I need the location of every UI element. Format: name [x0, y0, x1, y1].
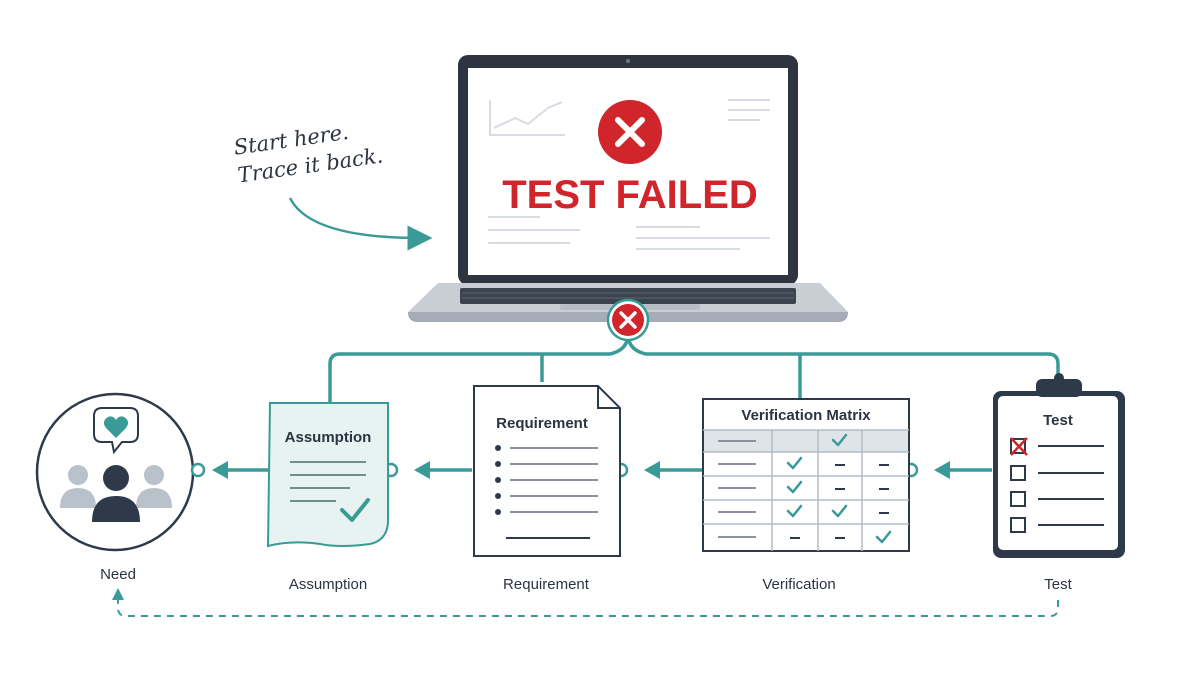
- need-label: Need: [100, 566, 136, 583]
- heart-speech-bubble-icon: [93, 407, 139, 455]
- requirement-label: Requirement: [503, 576, 589, 593]
- test-failed-text: TEST FAILED: [502, 173, 758, 217]
- check-icon: [786, 433, 892, 544]
- x-circle-icon: [606, 298, 650, 342]
- trace-branch-lines: [328, 333, 1060, 402]
- assumption-label: Assumption: [288, 576, 368, 593]
- clipboard-clip: [1036, 379, 1082, 397]
- keyboard: [460, 288, 796, 304]
- laptop: TEST FAILED: [408, 55, 848, 322]
- requirement-card: Requirement: [473, 385, 621, 557]
- need-node: [35, 392, 195, 552]
- people-icon: [60, 465, 172, 522]
- assumption-card-title: Assumption: [285, 429, 372, 446]
- verification-card-title: Verification Matrix: [741, 407, 871, 424]
- test-label: Test: [1044, 576, 1072, 593]
- flow-arrows: [212, 461, 992, 479]
- requirement-card-title: Requirement: [496, 415, 588, 432]
- verification-matrix-card: Verification Matrix: [702, 398, 910, 552]
- x-mark-icon: [1010, 437, 1028, 456]
- verification-label: Verification: [762, 576, 836, 593]
- screen-decor: [488, 99, 770, 250]
- annotation-arrow: [288, 197, 433, 251]
- dashed-return-path: [117, 596, 1059, 617]
- x-circle-icon: [598, 100, 662, 164]
- test-clipboard: Test: [993, 373, 1125, 558]
- test-card-title: Test: [1043, 412, 1073, 429]
- check-icon: [340, 498, 370, 522]
- return-arrowhead: [112, 588, 124, 600]
- assumption-card: Assumption: [266, 402, 389, 548]
